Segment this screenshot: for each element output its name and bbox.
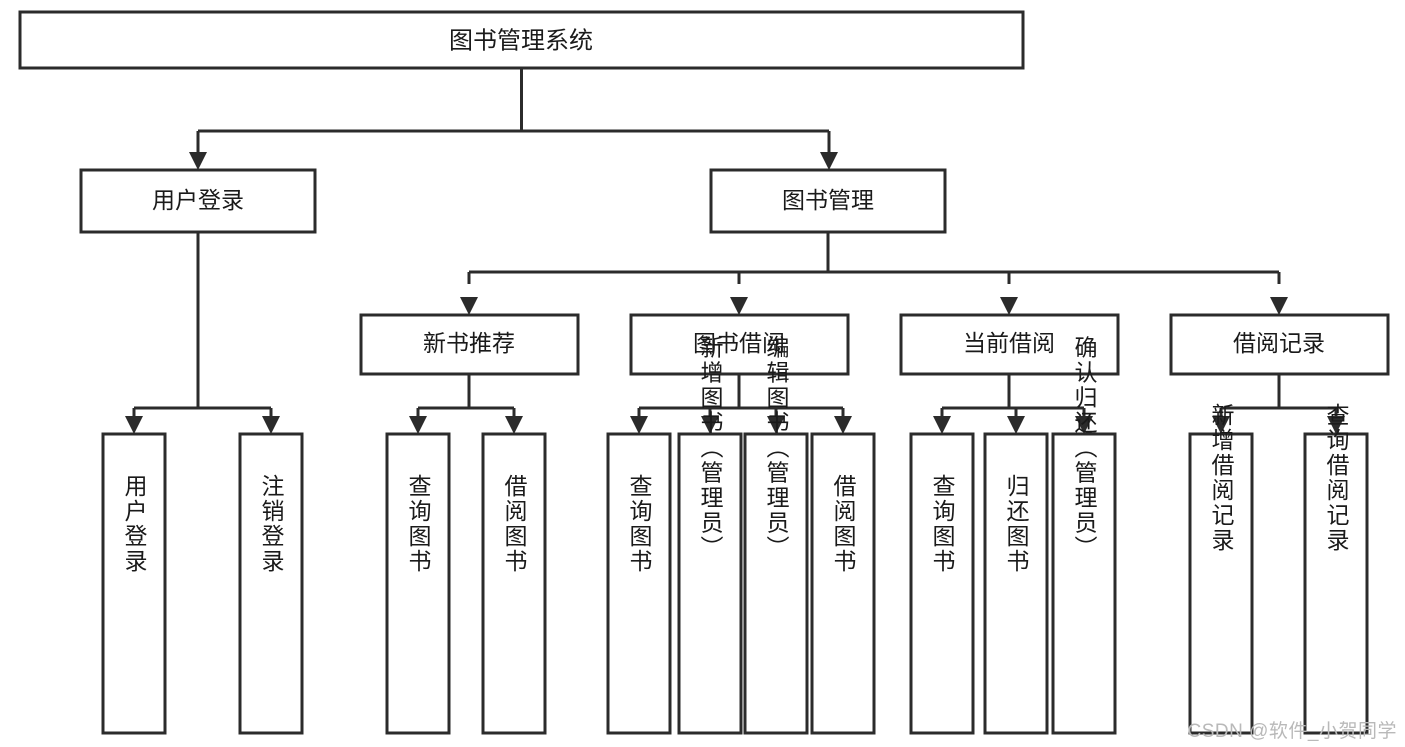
leaf-query-book-1-label: 查询图书 — [405, 474, 432, 574]
node-new-book-recommend-box[interactable] — [359, 313, 580, 376]
arrow-to-leaf-borrow-book-1 — [505, 416, 523, 434]
node-borrow-record-box[interactable] — [1169, 313, 1390, 376]
node-current-borrow-box[interactable] — [899, 313, 1120, 376]
leaf-query-book-2[interactable]: 查询图书 — [606, 432, 672, 735]
leaf-query-borrow-record-box[interactable] — [1303, 432, 1369, 735]
connector-group-new-book-recommend-to-leaves — [409, 374, 523, 434]
node-book-borrow[interactable]: 图书借阅 — [629, 313, 850, 376]
node-new-book-recommend[interactable]: 新书推荐 — [359, 313, 580, 376]
arrow-to-book-borrow — [730, 297, 748, 315]
node-user-login-box[interactable] — [79, 168, 317, 234]
node-user-login-label: 用户登录 — [152, 187, 244, 213]
leaf-query-borrow-record-label: 查询借阅记录 — [1323, 403, 1350, 553]
leaf-confirm-return-label: 确认归还（管理员） — [1071, 336, 1098, 561]
leaf-borrow-book-2[interactable]: 借阅图书 — [810, 432, 876, 735]
node-user-login[interactable]: 用户登录 — [79, 168, 317, 234]
leaf-query-book-2-label: 查询图书 — [626, 474, 653, 574]
node-borrow-record-label: 借阅记录 — [1233, 330, 1325, 356]
leaf-borrow-book-2-box[interactable] — [810, 432, 876, 735]
connector-group-root-to-level2 — [189, 68, 838, 170]
arrow-to-book-manage — [820, 152, 838, 170]
leaf-add-book[interactable]: 新增图书（管理员） — [677, 336, 743, 735]
connector-group-current-borrow-to-leaves — [933, 374, 1093, 434]
leaf-borrow-book-1-label: 借阅图书 — [501, 474, 528, 574]
leaf-user-login[interactable]: 用户登录 — [101, 432, 167, 735]
node-book-manage[interactable]: 图书管理 — [709, 168, 947, 234]
connector-group-borrow-record-to-leaves — [1212, 374, 1345, 434]
leaf-query-book-3[interactable]: 查询图书 — [909, 432, 975, 735]
connector-group-book-borrow-to-leaves — [630, 374, 852, 434]
leaf-edit-book-box[interactable] — [743, 432, 809, 735]
arrow-to-leaf-return-book — [1007, 416, 1025, 434]
csdn-watermark: CSDN @软件_小贺同学 — [1187, 721, 1397, 742]
leaf-query-book-3-box[interactable] — [909, 432, 975, 735]
leaf-edit-book-label: 编辑图书（管理员） — [763, 336, 790, 561]
leaf-borrow-book-1[interactable]: 借阅图书 — [481, 432, 547, 735]
leaf-query-book-2-box[interactable] — [606, 432, 672, 735]
node-current-borrow[interactable]: 当前借阅 — [899, 313, 1120, 376]
arrow-to-leaf-query-book-2 — [630, 416, 648, 434]
node-book-manage-label: 图书管理 — [782, 187, 874, 213]
leaf-borrow-book-2-label: 借阅图书 — [830, 474, 857, 574]
leaf-query-book-1-box[interactable] — [385, 432, 451, 735]
arrow-to-leaf-user-logout — [262, 416, 280, 434]
arrow-to-leaf-user-login — [125, 416, 143, 434]
leaf-return-book-label: 归还图书 — [1003, 474, 1030, 574]
leaf-confirm-return-box[interactable] — [1051, 432, 1117, 735]
node-book-manage-box[interactable] — [709, 168, 947, 234]
leaf-add-book-box[interactable] — [677, 432, 743, 735]
leaf-add-borrow-record-label: 新增借阅记录 — [1208, 403, 1235, 553]
node-root[interactable]: 图书管理系统 — [18, 10, 1025, 70]
leaf-query-borrow-record[interactable]: 查询借阅记录 — [1303, 403, 1369, 735]
node-new-book-recommend-label: 新书推荐 — [423, 330, 515, 356]
leaf-return-book-box[interactable] — [983, 432, 1049, 735]
arrow-to-borrow-record — [1270, 297, 1288, 315]
leaf-query-book-3-label: 查询图书 — [929, 474, 956, 574]
node-current-borrow-label: 当前借阅 — [963, 330, 1055, 356]
leaf-add-borrow-record[interactable]: 新增借阅记录 — [1188, 403, 1254, 735]
arrow-to-current-borrow — [1000, 297, 1018, 315]
node-book-borrow-box[interactable] — [629, 313, 850, 376]
arrow-to-new-book-recommend — [460, 297, 478, 315]
leaf-user-login-box[interactable] — [101, 432, 167, 735]
leaf-add-book-label: 新增图书（管理员） — [697, 336, 724, 561]
leaf-user-login-label: 用户登录 — [121, 474, 148, 574]
leaf-user-logout-label: 注销登录 — [258, 474, 285, 574]
connector-group-book-manage-to-level3 — [460, 232, 1288, 315]
leaf-borrow-book-1-box[interactable] — [481, 432, 547, 735]
node-book-borrow-label: 图书借阅 — [693, 330, 785, 356]
connector-group-user-login-to-leaves — [125, 232, 280, 434]
node-root-label: 图书管理系统 — [449, 27, 593, 54]
arrow-to-user-login — [189, 152, 207, 170]
leaf-confirm-return[interactable]: 确认归还（管理员） — [1051, 336, 1117, 735]
leaf-user-logout-box[interactable] — [238, 432, 304, 735]
arrow-to-leaf-query-book-1 — [409, 416, 427, 434]
leaf-return-book[interactable]: 归还图书 — [983, 432, 1049, 735]
arrow-to-leaf-query-book-3 — [933, 416, 951, 434]
arrow-to-leaf-borrow-book-2 — [834, 416, 852, 434]
leaf-add-borrow-record-box[interactable] — [1188, 432, 1254, 735]
leaf-query-book-1[interactable]: 查询图书 — [385, 432, 451, 735]
node-root-box[interactable] — [18, 10, 1025, 70]
node-borrow-record[interactable]: 借阅记录 — [1169, 313, 1390, 376]
leaf-user-logout[interactable]: 注销登录 — [238, 432, 304, 735]
leaf-edit-book[interactable]: 编辑图书（管理员） — [743, 336, 809, 735]
